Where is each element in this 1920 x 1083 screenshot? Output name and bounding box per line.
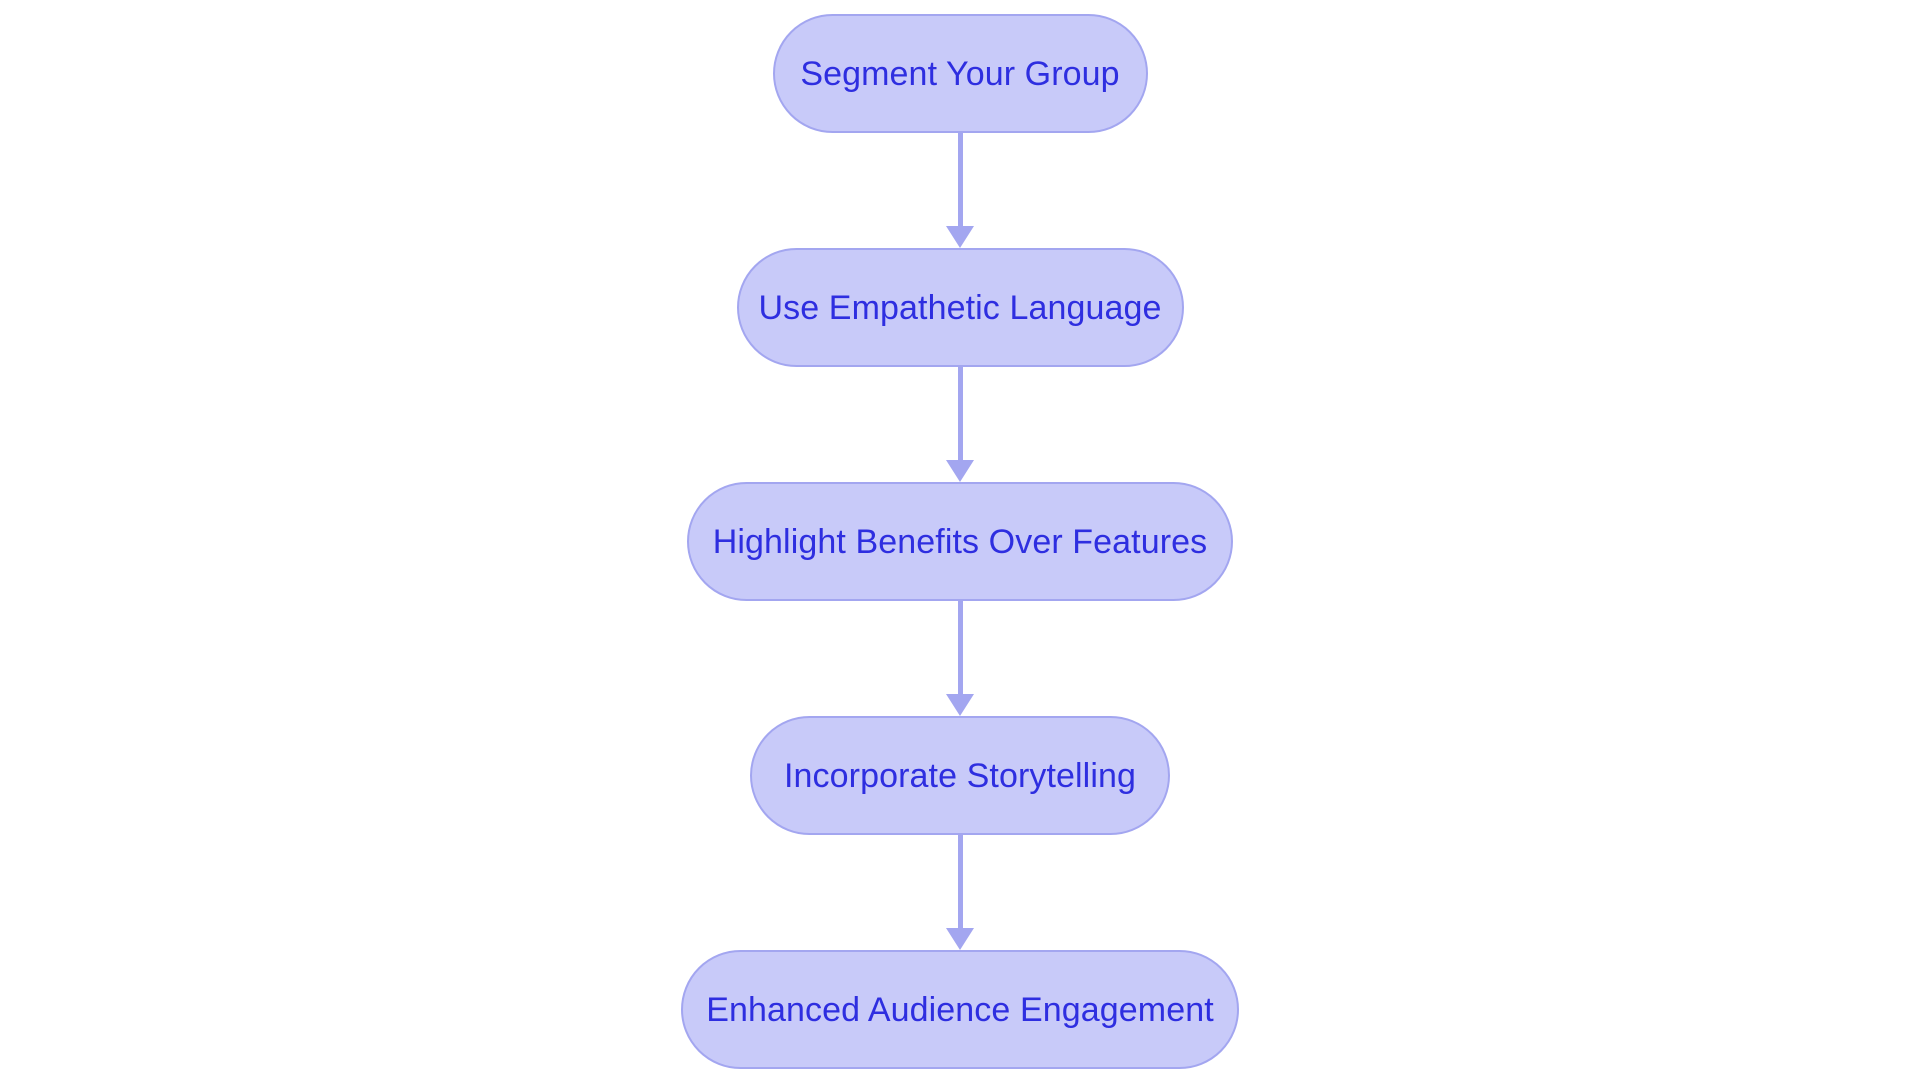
flowchart-node-use-empathetic-language[interactable]: Use Empathetic Language (736, 248, 1184, 367)
flowchart-node-label: Segment Your Group (800, 54, 1120, 93)
arrow-down-icon (946, 928, 974, 950)
edge-shaft (957, 133, 963, 227)
flowchart-edge-3-arrow (940, 601, 980, 716)
flowchart-node-enhanced-audience-engagement[interactable]: Enhanced Audience Engagement (681, 950, 1239, 1069)
flowchart-edge-1-arrow (940, 133, 980, 248)
flowchart-node-segment-your-group[interactable]: Segment Your Group (772, 14, 1148, 133)
flowchart-edge-2-arrow (940, 367, 980, 482)
edge-shaft (957, 601, 963, 695)
arrow-down-icon (946, 460, 974, 482)
flowchart-node-incorporate-storytelling[interactable]: Incorporate Storytelling (750, 716, 1170, 835)
edge-shaft (957, 367, 963, 461)
edge-shaft (957, 835, 963, 929)
flowchart-node-label: Use Empathetic Language (758, 288, 1162, 327)
flowchart-node-label: Incorporate Storytelling (783, 756, 1137, 795)
arrow-down-icon (946, 694, 974, 716)
arrow-down-icon (946, 226, 974, 248)
flowchart-node-label: Highlight Benefits Over Features (712, 522, 1208, 561)
flowchart-node-highlight-benefits-over-features[interactable]: Highlight Benefits Over Features (687, 482, 1233, 601)
flowchart-node-label: Enhanced Audience Engagement (706, 990, 1214, 1029)
flowchart-edge-4-arrow (940, 835, 980, 950)
